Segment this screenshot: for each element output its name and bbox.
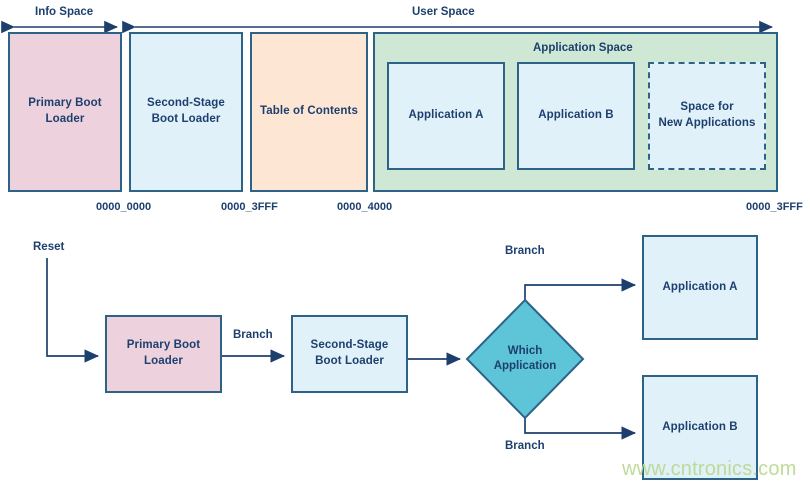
flow-which-application-shape xyxy=(465,298,585,420)
address-label-info-end: 0000_0000 xyxy=(96,201,152,213)
app-slot-label: Space for New Applications xyxy=(658,101,756,129)
flow-node-label: Application B xyxy=(662,420,738,433)
branch-label-pbl-to-ssbl: Branch xyxy=(233,329,273,341)
branch-label-to-app-a: Branch xyxy=(505,245,545,257)
user-space-label: User Space xyxy=(412,6,475,18)
flow-node-label: Application A xyxy=(662,280,738,293)
info-space-label: Info Space xyxy=(35,6,94,18)
flow-node-label: Primary Boot Loader xyxy=(126,339,201,367)
memory-region-primary-boot-loader[interactable]: Primary Boot Loader xyxy=(8,32,122,192)
decision-to-app-a-connector xyxy=(524,278,637,300)
memory-region-label: Primary Boot Loader xyxy=(28,97,102,125)
flow-node-application-a[interactable]: Application A xyxy=(642,235,758,340)
app-slot-label: Application A xyxy=(408,109,484,122)
address-label-user-end: 0000_3FFF xyxy=(746,201,803,213)
app-slot-label: Application B xyxy=(538,109,614,122)
site-watermark: www.cntronics.com xyxy=(622,458,797,480)
flow-node-application-b[interactable]: Application B xyxy=(642,375,758,480)
flow-node-label: Second-Stage Boot Loader xyxy=(310,339,389,367)
app-slot-space-for-new-applications[interactable]: Space for New Applications xyxy=(648,62,766,170)
memory-region-second-stage-boot-loader[interactable]: Second-Stage Boot Loader xyxy=(129,32,243,192)
branch-label-to-app-b: Branch xyxy=(505,440,545,452)
flow-node-second-stage-boot-loader[interactable]: Second-Stage Boot Loader xyxy=(291,315,408,393)
app-slot-application-a[interactable]: Application A xyxy=(387,62,505,170)
decision-to-app-b-connector xyxy=(524,418,637,440)
application-space-title: Application Space xyxy=(533,42,633,54)
app-slot-application-b[interactable]: Application B xyxy=(517,62,635,170)
reset-label: Reset xyxy=(33,241,65,253)
memory-region-table-of-contents[interactable]: Table of Contents xyxy=(250,32,368,192)
memory-region-label: Table of Contents xyxy=(260,105,358,118)
memory-region-label: Second-Stage Boot Loader xyxy=(147,97,225,125)
reset-connector xyxy=(46,258,100,363)
address-label-toc-start: 0000_4000 xyxy=(337,201,393,213)
address-label-ssbl-end: 0000_3FFF xyxy=(221,201,278,213)
flow-node-primary-boot-loader[interactable]: Primary Boot Loader xyxy=(105,315,222,393)
